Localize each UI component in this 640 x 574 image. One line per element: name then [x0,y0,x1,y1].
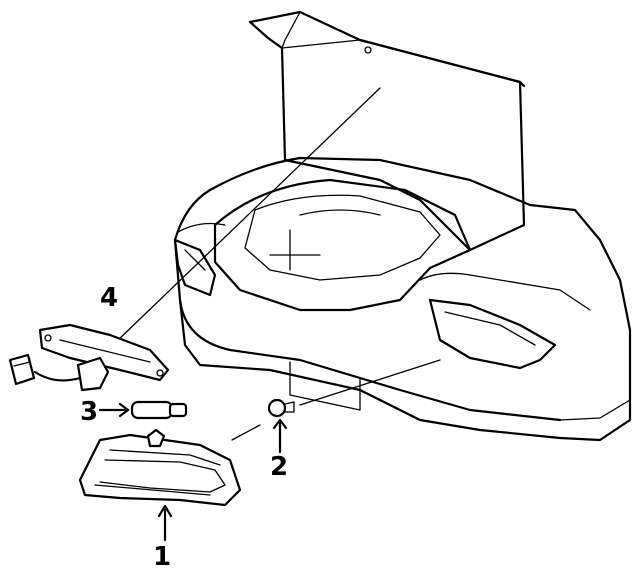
callout-1: 1 [153,542,171,572]
tail-lamp-lens [78,428,242,542]
leader-lines [115,87,441,441]
clip-fastener [267,398,295,454]
callout-4: 4 [100,283,118,313]
car-body [173,10,632,442]
callout-3: 3 [80,397,98,427]
bulb [98,400,188,420]
callout-2: 2 [270,452,288,482]
lamp-socket-harness [8,323,170,392]
